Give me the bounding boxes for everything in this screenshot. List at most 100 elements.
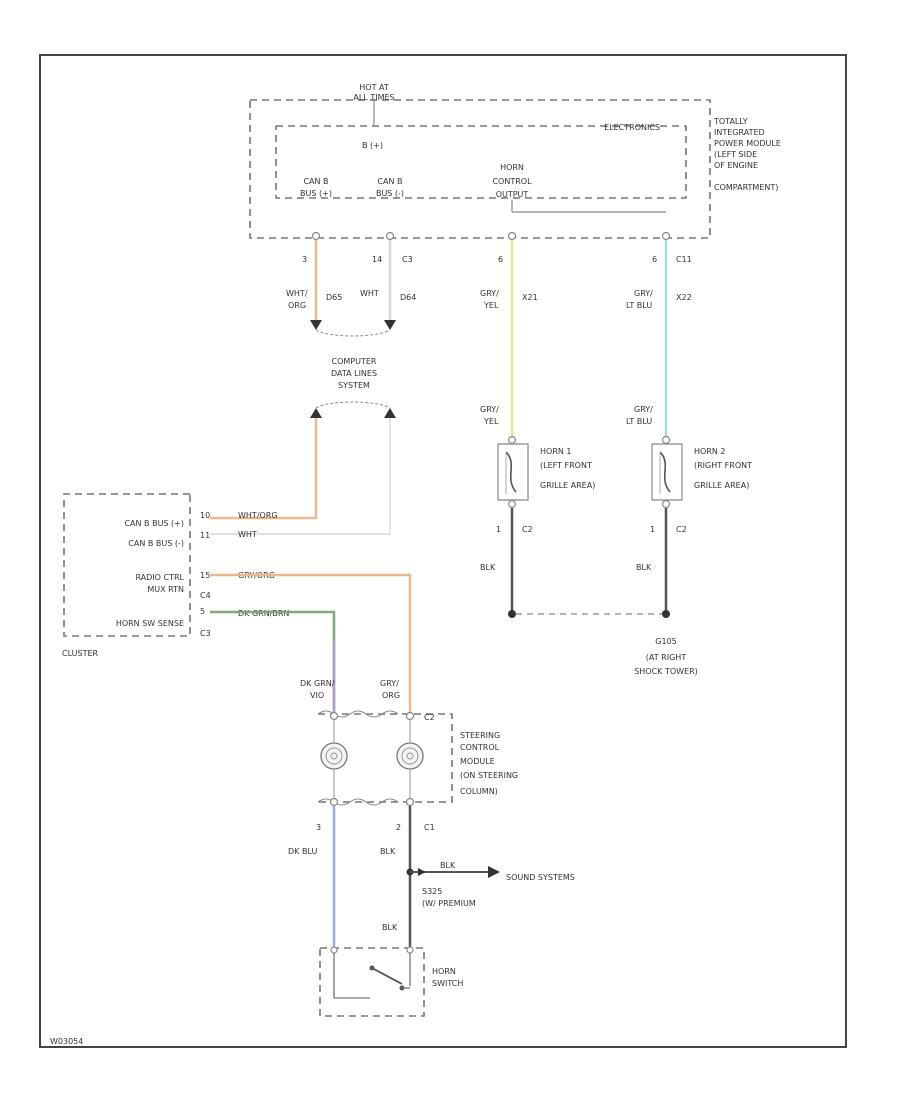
steering-bottom-pin-left — [329, 797, 339, 807]
tipm-pin-can-plus — [311, 231, 321, 241]
horn-2-pin: 1 — [650, 525, 655, 534]
cluster-pin-1: 10 — [200, 511, 210, 520]
cluster-boundary — [63, 493, 191, 637]
tipm-pin-connector-2: C3 — [402, 255, 413, 264]
horn-2-ground-pin — [661, 499, 671, 509]
horn-2-label-line-2: (RIGHT FRONT — [694, 461, 752, 470]
clockspring-right — [396, 742, 424, 770]
all-times-label: ALL TIMES — [353, 93, 394, 102]
data-lines-bracket-bottom — [315, 401, 391, 409]
clockspring-left — [320, 742, 348, 770]
steering-wire-right-line-2: ORG — [382, 691, 400, 700]
steering-label-line-3: MODULE — [460, 757, 495, 766]
tipm-pin-horn-1 — [507, 231, 517, 241]
wire-circuit-1: D65 — [326, 293, 342, 302]
horn-control-output-line-1: HORN — [500, 163, 524, 172]
horn-2-ground-splice — [662, 610, 670, 618]
cluster-label-horn-sense: HORN SW SENSE — [116, 619, 184, 628]
cluster-label-can-plus: CAN B BUS (+) — [124, 519, 184, 528]
horn-switch-pin-left — [330, 946, 338, 954]
horn-1-label-line-3: GRILLE AREA) — [540, 481, 595, 490]
cluster-conn-4: C3 — [200, 629, 211, 638]
wire-color-4-line-2: LT BLU — [626, 301, 652, 310]
tipm-name-line-2: INTEGRATED — [714, 128, 765, 137]
tipm-pin-horn-2 — [661, 231, 671, 241]
cluster-wire-2: WHT — [238, 530, 257, 539]
horn-2-wire-line-1: GRY/ — [634, 405, 653, 414]
wire-circuit-2: D64 — [400, 293, 416, 302]
steering-top-conn: C2 — [424, 713, 435, 722]
steering-bottom-left-pin: 3 — [316, 823, 321, 832]
horn-1-conn: C2 — [522, 525, 533, 534]
horn-switch-boundary — [319, 947, 425, 1017]
diagram-frame — [39, 54, 847, 1048]
horn-control-output-line-2: CONTROL — [492, 177, 532, 186]
horn-1-label-line-1: HORN 1 — [540, 447, 572, 456]
tipm-pin-can-minus — [385, 231, 395, 241]
horn-2-conn: C2 — [676, 525, 687, 534]
lower-wiring: DK BLU BLK BLK SOUND SYSTEMS S325 (W/ PR… — [288, 806, 575, 948]
can-b-bus-plus-line-2: BUS (+) — [300, 189, 332, 198]
horn-2-ground-wire-color: BLK — [636, 563, 652, 572]
computer-data-lines-line-1: COMPUTER — [332, 357, 377, 366]
wire-circuit-4: X22 — [676, 293, 692, 302]
cluster-wire-1: WHT/ORG — [238, 511, 278, 520]
horn-2-label-line-3: GRILLE AREA) — [694, 481, 749, 490]
steering-wire-left-line-1: DK GRN/ — [300, 679, 335, 688]
tipm-name-line-1: TOTALLY — [713, 117, 748, 126]
horn-1-pin: 1 — [496, 525, 501, 534]
tipm-outer-boundary — [249, 99, 711, 239]
wire-radio-ctrl-gry-org — [210, 573, 412, 712]
tipm-electronics-boundary — [275, 125, 687, 199]
cluster-label-can-minus: CAN B BUS (-) — [128, 539, 184, 548]
wire-color-2-line-1: WHT — [360, 289, 379, 298]
horn-2-label-line-1: HORN 2 — [694, 447, 726, 456]
splice-label-line-2: (W/ PREMIUM — [422, 899, 476, 908]
steering-top-pin-left — [329, 711, 339, 721]
horn-2: GRY/ LT BLU HORN 2 (RIGHT FRONT GRILLE A… — [626, 405, 752, 618]
horn-switch-label-line-2: SWITCH — [432, 979, 463, 988]
horn-switch-pin-right — [406, 946, 414, 954]
horn-1-ground-splice — [508, 610, 516, 618]
cluster-pin-4: 5 — [200, 607, 205, 616]
branch-wire-color: BLK — [440, 861, 456, 870]
steering-control-module: C2 STEERING CONTROL MODULE (ON STEERING … — [316, 710, 518, 832]
arrow-down-can-minus — [384, 320, 396, 330]
data-lines-bracket-top — [315, 329, 391, 337]
tipm-pin-connector-4: C11 — [676, 255, 692, 264]
wire-color-1-line-2: ORG — [288, 301, 306, 310]
computer-data-lines-line-2: DATA LINES — [331, 369, 377, 378]
ground-id: G105 — [655, 637, 676, 646]
horn-1-ground-wire-color: BLK — [480, 563, 496, 572]
can-wires-to-cluster — [210, 418, 391, 535]
ground-g105: G105 (AT RIGHT SHOCK TOWER) — [516, 613, 698, 676]
horn-1-wire-line-1: GRY/ — [480, 405, 499, 414]
electronics-label: ELECTRONICS — [604, 123, 660, 132]
horn-2-body — [651, 443, 683, 501]
diagram-id: W03054 — [50, 1037, 83, 1046]
arrow-up-can-plus — [310, 408, 322, 418]
steering-label-line-4: (ON STEERING — [460, 771, 518, 780]
arrow-up-can-minus — [384, 408, 396, 418]
ground-location-line-2: SHOCK TOWER) — [634, 667, 698, 676]
tipm-pin-number-2: 14 — [372, 255, 382, 264]
horn-switch: HORN SWITCH — [319, 946, 463, 1017]
steering-bottom-conn: C1 — [424, 823, 435, 832]
tipm-name-line-5: OF ENGINE — [714, 161, 758, 170]
horn-1-element — [505, 451, 517, 493]
steering-label-line-2: CONTROL — [460, 743, 500, 752]
computer-data-lines-line-3: SYSTEM — [338, 381, 370, 390]
b-plus-label: B (+) — [362, 141, 383, 150]
tipm-name-line-4: (LEFT SIDE — [714, 150, 757, 159]
horn-2-wire-line-2: LT BLU — [626, 417, 652, 426]
tipm-wires: WHT/ ORG D65 WHT D64 GRY/ YEL X21 GRY/ L… — [286, 240, 692, 440]
computer-data-lines-system: COMPUTER DATA LINES SYSTEM — [310, 357, 396, 418]
cluster-name: CLUSTER — [62, 649, 99, 658]
horn-2-connector — [661, 435, 671, 445]
cluster-label-radio-line-1: RADIO CTRL — [135, 573, 184, 582]
wire-circuit-3: X21 — [522, 293, 538, 302]
horn-switch-blade — [371, 967, 403, 985]
horn-2-element — [659, 451, 671, 493]
splice-label-line-1: S325 — [422, 887, 442, 896]
steering-label-line-5: COLUMN) — [460, 787, 498, 796]
